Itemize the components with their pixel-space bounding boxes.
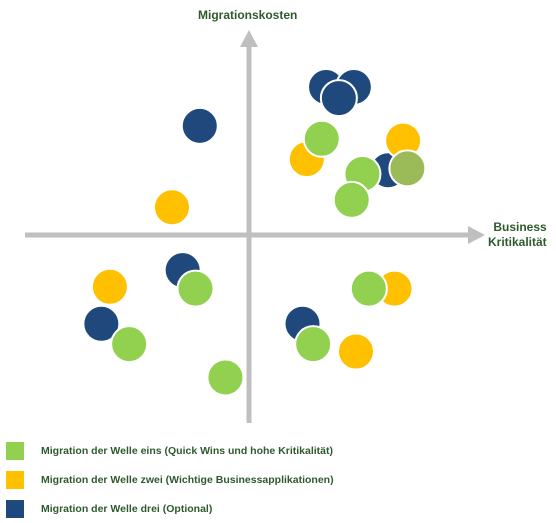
data-points: [82, 68, 427, 397]
legend-item-welle-drei: Migration der Welle drei (Optional): [6, 498, 212, 520]
data-point-welle-eins: [294, 325, 333, 364]
data-point-welle-zwei: [337, 332, 375, 371]
legend-swatch-blue: [6, 500, 24, 518]
data-point-extra: [388, 149, 427, 188]
y-axis-title: Migrationskosten: [198, 8, 298, 22]
axes: [25, 30, 485, 423]
data-point-welle-eins: [332, 180, 371, 219]
data-point-welle-zwei: [90, 267, 129, 306]
data-point-welle-eins: [302, 119, 341, 158]
legend-swatch-green: [6, 442, 24, 460]
data-point-welle-eins: [349, 269, 388, 308]
legend-label: Migration der Welle zwei (Wichtige Busin…: [41, 474, 334, 486]
legend-swatch-yellow: [6, 471, 24, 489]
legend-item-welle-eins: Migration der Welle eins (Quick Wins und…: [6, 440, 333, 462]
data-point-welle-eins: [110, 325, 149, 364]
x-axis-title-line-2: Kritikalität: [488, 235, 547, 249]
data-point-welle-zwei: [152, 188, 191, 227]
x-axis-title: Business Kritikalität: [488, 220, 547, 250]
data-point-welle-drei: [82, 304, 121, 343]
y-axis-arrow: [240, 30, 258, 47]
x-axis-arrow: [468, 226, 485, 244]
x-axis-title-line-1: Business: [493, 220, 547, 234]
data-point-welle-eins: [206, 358, 245, 397]
legend-label: Migration der Welle eins (Quick Wins und…: [41, 445, 333, 457]
legend-item-welle-zwei: Migration der Welle zwei (Wichtige Busin…: [6, 469, 334, 491]
legend-label: Migration der Welle drei (Optional): [41, 503, 213, 515]
data-point-welle-drei: [319, 79, 358, 118]
data-point-welle-eins: [176, 269, 215, 308]
data-point-welle-drei: [180, 106, 219, 145]
